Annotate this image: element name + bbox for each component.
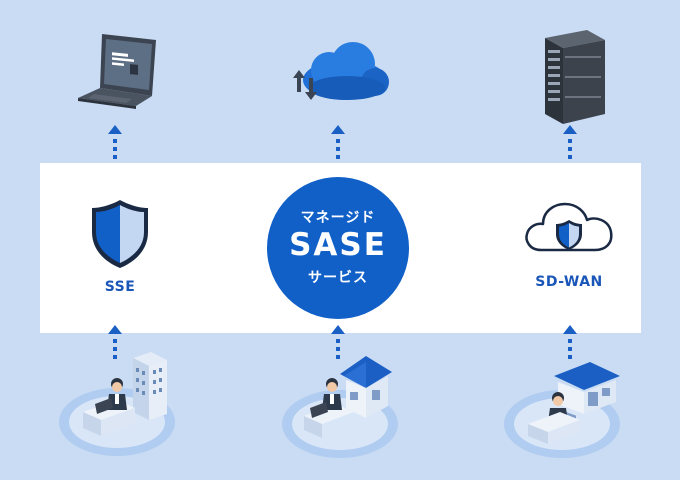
sse-label: SSE [104,279,136,295]
sase-bottom-text: サービス [308,270,368,286]
sdwan-label: SD-WAN [535,274,603,290]
managed-sase-service-circle: マネージド SASE サービス [267,177,409,319]
arrow-up-store-to-sdwan [563,325,577,359]
arrow-up-home-to-sase [331,325,345,359]
sase-main-text: SASE [289,227,387,263]
cloud-internet-icon [293,42,389,100]
shield-icon [92,200,148,268]
cloud-shield-icon [525,202,613,252]
home-worker-icon [282,356,398,458]
branch-store-worker-icon [504,362,620,458]
arrow-up-sdwan-to-server [563,125,577,159]
sase-top-text: マネージド [300,210,376,226]
arrow-up-office-to-sse [108,325,122,359]
laptop-icon [78,34,156,109]
server-rack-icon [545,30,605,124]
arrow-up-sase-to-cloud [331,125,345,159]
arrow-up-sse-to-laptop [108,125,122,159]
office-worker-icon [59,352,175,456]
